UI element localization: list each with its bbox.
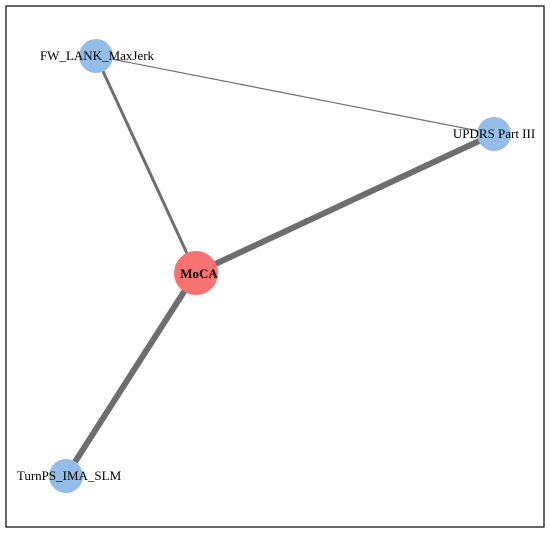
node-turn: [49, 459, 83, 493]
diagram-frame: [5, 5, 545, 528]
node-label-fw: FW_LANK_MaxJerk: [40, 48, 155, 63]
node-moca: [174, 251, 218, 295]
node-fw: [79, 39, 113, 73]
edge-layer: [63, 55, 496, 478]
edge-fw-updrs: [95, 55, 495, 135]
node-label-turn: TurnPS_IMA_SLM: [17, 468, 122, 483]
node-layer: [49, 39, 511, 493]
edge-fw-moca: [94, 55, 198, 274]
node-updrs: [477, 117, 511, 151]
node-label-updrs: UPDRS Part III: [453, 126, 535, 141]
node-label-moca: MoCA: [180, 266, 218, 281]
edge-moca-turn: [63, 271, 199, 478]
edge-moca-updrs: [194, 131, 496, 276]
